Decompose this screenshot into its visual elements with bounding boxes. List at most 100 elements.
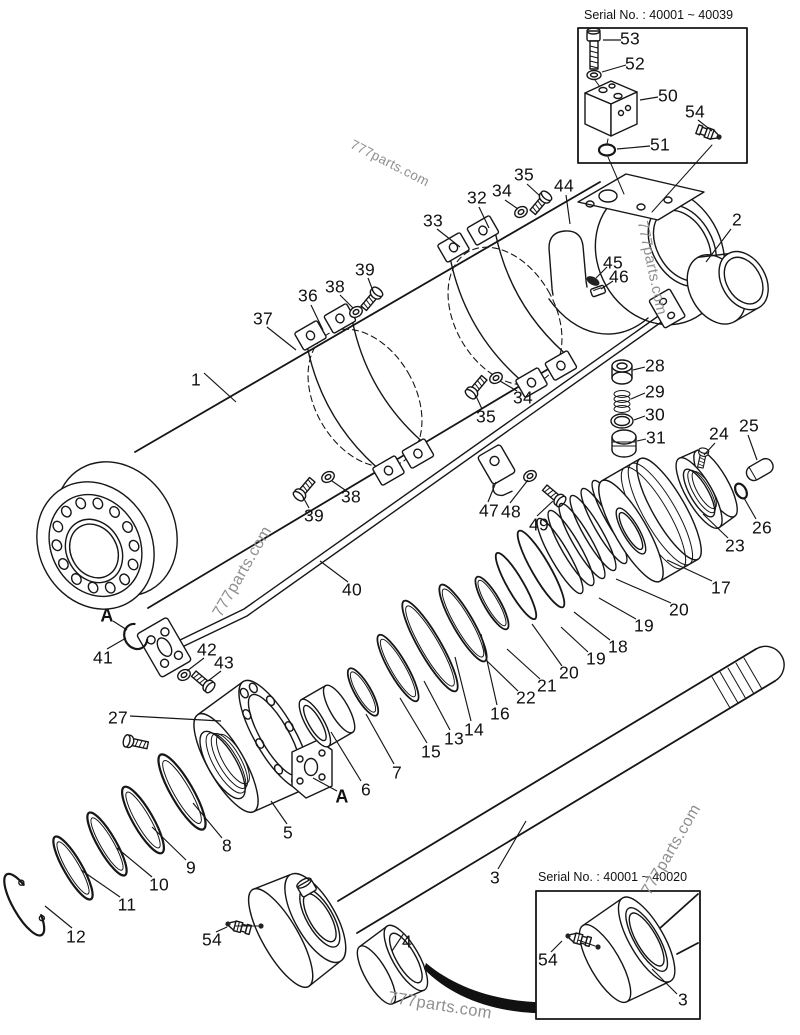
leader-line-14 <box>454 656 472 722</box>
piston-nut-23 <box>675 449 738 529</box>
clamp-band-upper <box>437 215 578 398</box>
part-number-10: 10 <box>148 874 170 895</box>
part-number-51: 51 <box>649 134 671 155</box>
part-number-19: 19 <box>585 648 607 669</box>
part-number-54: 54 <box>201 929 223 950</box>
cylinder-tube <box>134 181 601 609</box>
leader-line-36 <box>310 304 324 331</box>
part-number-4: 4 <box>401 931 413 952</box>
leader-line-21 <box>506 648 541 680</box>
rings-8-12 <box>3 753 207 937</box>
leader-line-32 <box>478 206 490 229</box>
view-label-A: A <box>100 605 114 626</box>
leader-line-A <box>112 620 128 631</box>
part-number-39: 39 <box>303 505 325 526</box>
part-number-18: 18 <box>607 636 629 657</box>
o-ring-26 <box>734 482 748 500</box>
leader-line-50 <box>639 96 659 101</box>
leader-line-39 <box>367 277 374 292</box>
leader-line-34 <box>504 199 519 210</box>
part-number-2: 2 <box>731 209 743 230</box>
leader-line-6 <box>330 731 362 782</box>
part-number-45: 45 <box>602 252 624 273</box>
part-number-26: 26 <box>751 517 773 538</box>
leader-line-47 <box>487 481 497 503</box>
grease-boss <box>296 877 317 898</box>
serial-box-top <box>577 27 748 213</box>
part-number-21: 21 <box>536 675 558 696</box>
part-number-34: 34 <box>512 387 534 408</box>
gland-port-block <box>291 739 333 799</box>
leader-line-8 <box>192 802 223 839</box>
leader-line-20 <box>531 623 563 667</box>
leader-line-13 <box>423 680 451 731</box>
leader-line-7 <box>365 713 395 765</box>
part-number-3: 3 <box>677 989 689 1010</box>
part-number-28: 28 <box>644 355 666 376</box>
leader-line-38 <box>339 294 354 309</box>
part-number-41: 41 <box>92 647 114 668</box>
eye-bushing-4 <box>356 924 429 1005</box>
part-number-1: 1 <box>190 369 202 390</box>
leader-line-39 <box>302 496 310 509</box>
washer-42 <box>175 666 193 684</box>
leader-line-35 <box>526 183 541 197</box>
leader-line-2 <box>705 228 732 263</box>
part-number-3: 3 <box>489 867 501 888</box>
part-number-19: 19 <box>633 615 655 636</box>
valve-stack-28-31 <box>610 359 637 458</box>
part-number-48: 48 <box>500 501 522 522</box>
part-number-8: 8 <box>221 835 233 856</box>
leader-line-29 <box>630 392 646 400</box>
part-number-11: 11 <box>117 894 137 915</box>
leader-line-17 <box>666 559 713 582</box>
part-number-31: 31 <box>645 427 667 448</box>
leader-line-42 <box>186 657 205 672</box>
bolt-27 <box>121 733 150 753</box>
leader-line-54 <box>550 940 563 953</box>
part-number-42: 42 <box>196 639 218 660</box>
pin-25 <box>745 457 774 482</box>
leader-line-44 <box>565 194 571 225</box>
leader-line-30 <box>633 415 646 421</box>
part-number-20: 20 <box>668 599 690 620</box>
leader-line-23 <box>702 513 729 539</box>
part-number-5: 5 <box>282 822 294 843</box>
leader-line-45 <box>595 266 608 279</box>
view-label-A: A <box>335 786 349 807</box>
port-dot <box>258 923 264 929</box>
leader-line-43 <box>207 670 222 682</box>
part-number-40: 40 <box>341 579 363 600</box>
leader-line-1 <box>203 372 237 403</box>
leader-line-16 <box>480 633 498 706</box>
leader-line-24 <box>703 442 716 456</box>
leader-lines <box>44 39 758 995</box>
leader-line-34 <box>499 380 518 392</box>
part-number-13: 13 <box>443 728 465 749</box>
part-number-23: 23 <box>724 535 746 556</box>
serial-caption-bottom: Serial No. : 40001 ~ 40020 <box>538 870 688 884</box>
leader-line-51 <box>616 145 651 150</box>
leader-line-54 <box>697 119 713 132</box>
part-number-12: 12 <box>65 926 87 947</box>
pipe-clamp-47 <box>477 444 516 497</box>
leader-line-26 <box>743 497 757 520</box>
serial-caption-top: Serial No. : 40001 ~ 40039 <box>584 8 734 22</box>
part-number-22: 22 <box>515 687 537 708</box>
leader-line-46 <box>600 280 614 290</box>
leader-line-48 <box>509 479 529 504</box>
o-ring-41 <box>123 622 149 651</box>
part-number-52: 52 <box>624 53 646 74</box>
leader-line-40 <box>319 560 349 583</box>
washer-48 <box>521 467 539 485</box>
leader-line-9 <box>151 826 187 861</box>
part-number-27: 27 <box>107 707 129 728</box>
leader-line-31 <box>636 438 647 442</box>
part-number-17: 17 <box>710 577 732 598</box>
part-number-33: 33 <box>422 210 444 231</box>
leader-line-33 <box>436 228 461 248</box>
part-number-46: 46 <box>608 266 630 287</box>
leader-line-22 <box>486 660 519 692</box>
